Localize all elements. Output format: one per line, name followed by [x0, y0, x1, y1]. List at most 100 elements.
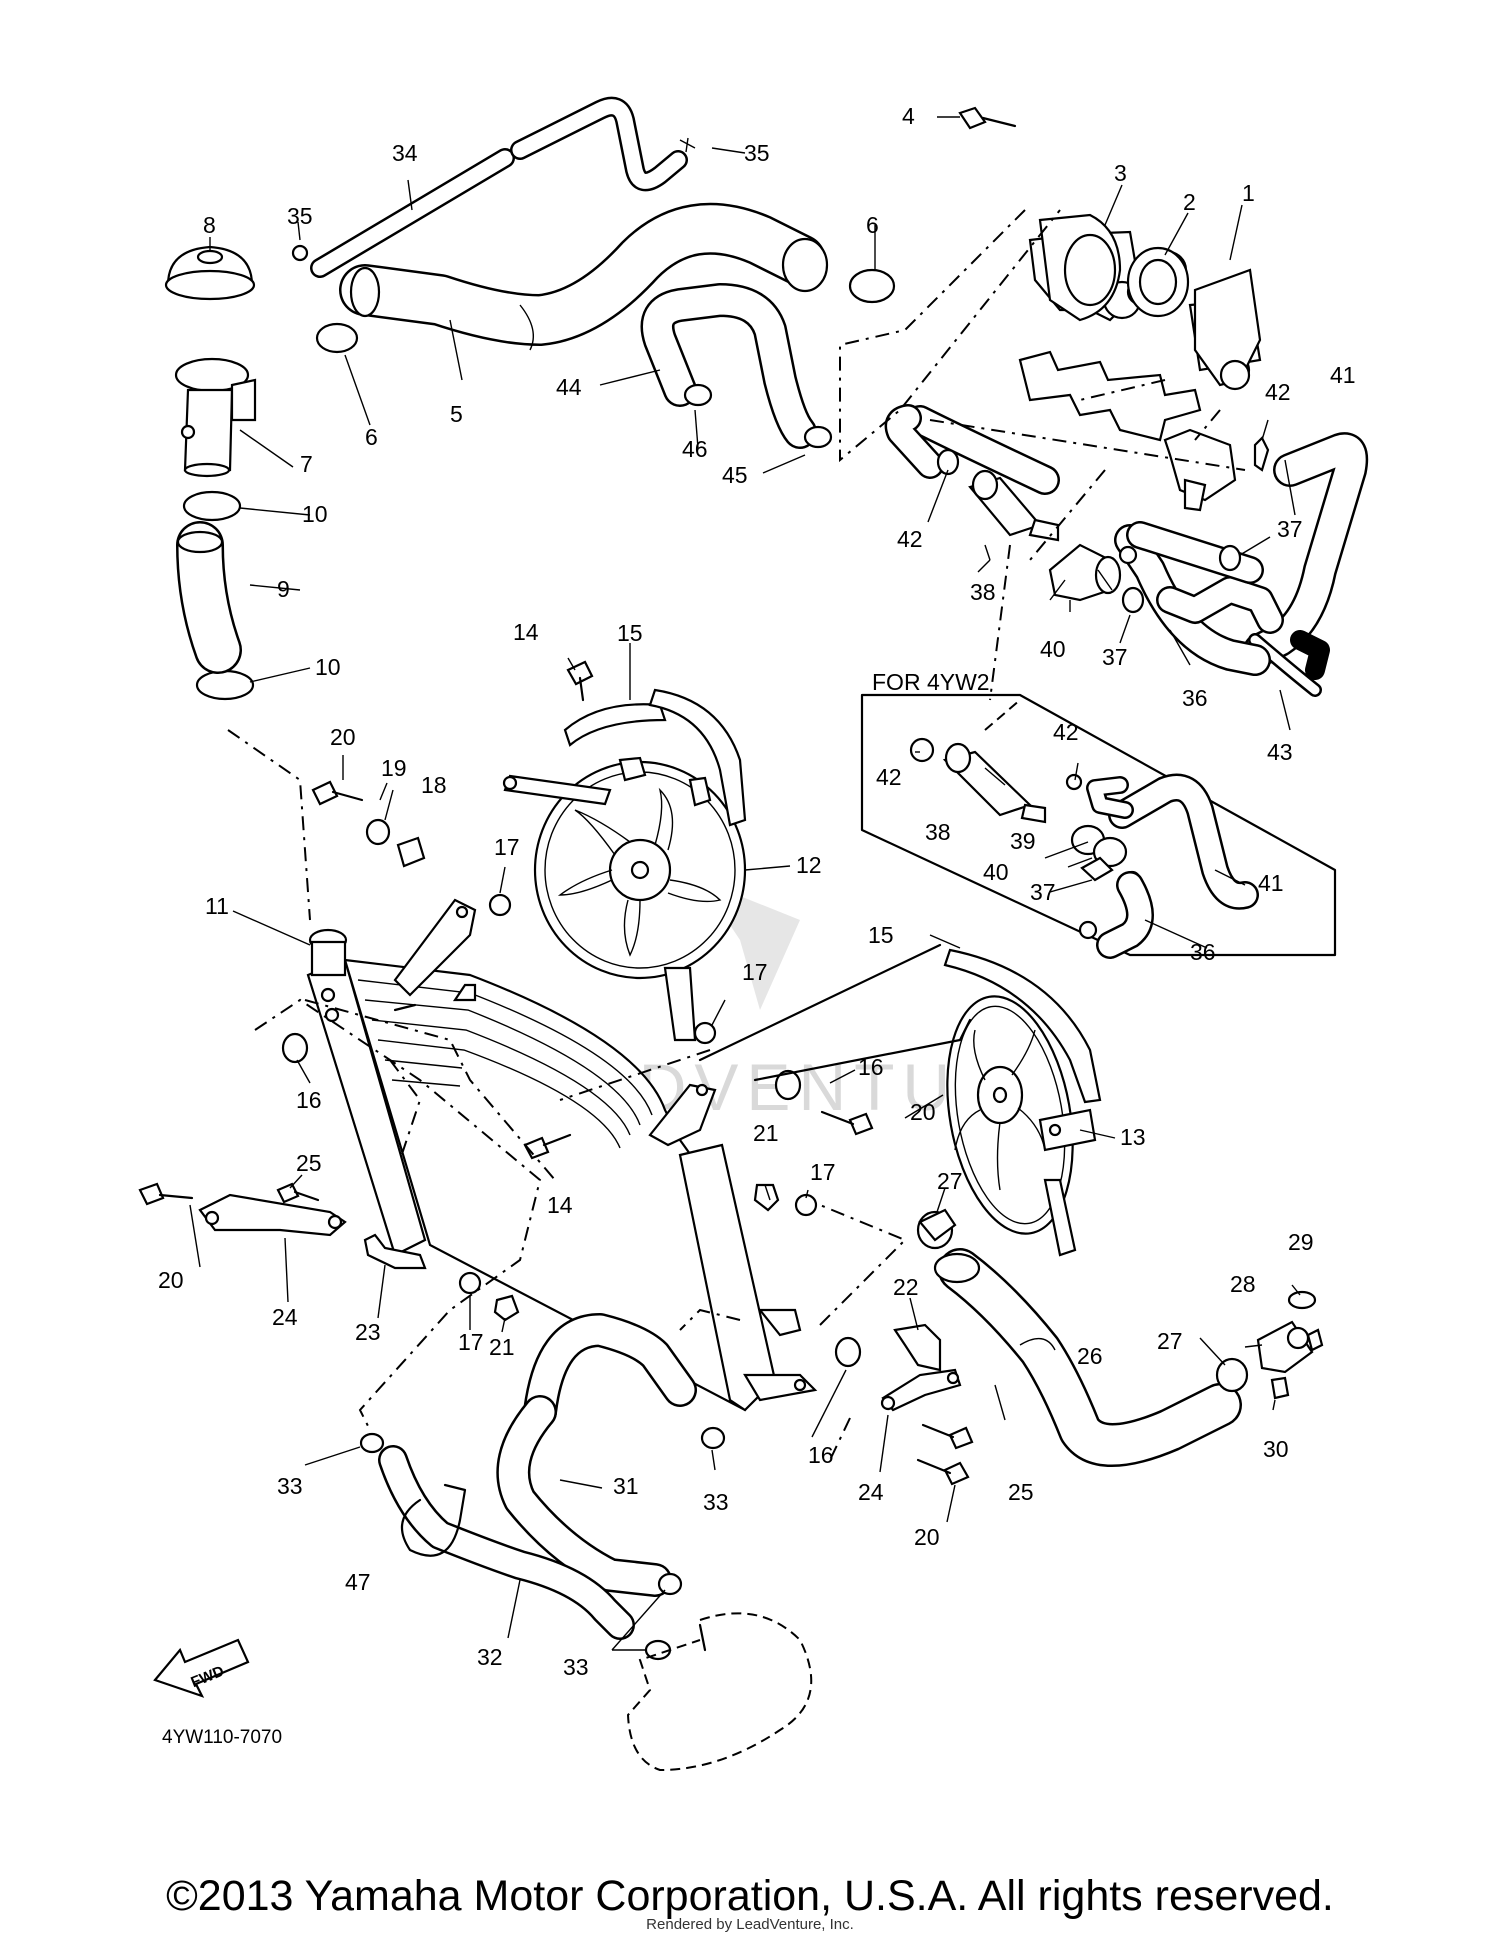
callout-21b: 21 [489, 1334, 515, 1360]
callout-42b: 42 [897, 526, 923, 552]
shroud-15 [648, 688, 1102, 1104]
callout-27b: 27 [1157, 1328, 1183, 1354]
bracket-23 [363, 1233, 427, 1270]
callout-45: 45 [722, 462, 748, 488]
callout-37c: 37 [1030, 879, 1056, 905]
callout-leaders [189, 116, 1301, 1651]
callout-7: 7 [300, 451, 313, 477]
thermostat-housing [1193, 268, 1262, 391]
callout-33c: 33 [563, 1654, 589, 1680]
reference-code: 4YW110-7070 [162, 1727, 282, 1748]
callout-19: 19 [381, 755, 407, 781]
callout-3: 3 [1114, 160, 1127, 186]
filler-neck [174, 357, 257, 478]
callout-15b: 15 [868, 922, 894, 948]
callout-14b: 14 [547, 1192, 573, 1218]
callout-47: 47 [345, 1569, 371, 1595]
callout-29: 29 [1288, 1229, 1314, 1255]
callout-28: 28 [1230, 1271, 1256, 1297]
callout-37: 37 [1277, 516, 1303, 542]
callout-35: 35 [744, 140, 770, 166]
hose-9 [176, 521, 242, 674]
callout-20d: 20 [914, 1524, 940, 1550]
callout-40: 40 [1040, 636, 1066, 662]
leader-lines [227, 209, 1246, 1461]
callout-38b: 38 [925, 819, 951, 845]
clip-47 [400, 1483, 467, 1557]
hose-34 [310, 96, 688, 278]
radiator-cap [164, 245, 256, 301]
nut-21 [493, 1183, 780, 1322]
hose-41 [1243, 432, 1369, 667]
callout-10b: 10 [315, 654, 341, 680]
rendered-by-notice: Rendered by LeadVenture, Inc. [646, 1916, 854, 1933]
hose-26 [933, 1248, 1242, 1467]
callout-42d: 42 [876, 764, 902, 790]
callout-8: 8 [203, 212, 216, 238]
callout-5: 5 [450, 401, 463, 427]
valve-38 [968, 469, 1060, 542]
callout-9: 9 [277, 576, 290, 602]
callout-16: 16 [296, 1087, 322, 1113]
water-pipe [1018, 350, 1237, 512]
clip [936, 436, 1270, 614]
callout-20: 20 [330, 724, 356, 750]
callout-1: 1 [1242, 180, 1255, 206]
hose-44 [640, 283, 817, 449]
callout-25: 25 [296, 1150, 322, 1176]
callout-4: 4 [902, 103, 915, 129]
thermostat-cover [1038, 213, 1122, 322]
callout-17: 17 [494, 834, 520, 860]
callout-labels: 1 2 3 4 5 6 6 7 8 9 10 10 11 12 13 14 14… [158, 103, 1356, 1680]
callout-35b: 35 [287, 203, 313, 229]
clip-45-46 [291, 137, 833, 449]
callout-32: 32 [477, 1644, 503, 1670]
callout-18: 18 [421, 772, 447, 798]
hose-5 [339, 202, 829, 351]
copyright-notice: ©2013 Yamaha Motor Corporation, U.S.A. A… [166, 1872, 1334, 1920]
hose-clamp [182, 268, 896, 701]
variant-label: FOR 4YW2 [872, 669, 990, 695]
callout-22: 22 [893, 1274, 919, 1300]
callout-34: 34 [392, 140, 418, 166]
callout-26: 26 [1077, 1343, 1103, 1369]
callout-39: 39 [1010, 828, 1036, 854]
callout-43: 43 [1267, 739, 1293, 765]
callout-23: 23 [355, 1319, 381, 1345]
hose-36 [1114, 524, 1284, 676]
callout-20b: 20 [158, 1267, 184, 1293]
fan-12 [502, 703, 747, 1042]
bracket-22 [893, 1323, 942, 1372]
callout-12: 12 [796, 852, 822, 878]
callout-2: 2 [1183, 189, 1196, 215]
callout-13: 13 [1120, 1124, 1146, 1150]
callout-38: 38 [970, 579, 996, 605]
callout-44: 44 [556, 374, 582, 400]
callout-33: 33 [277, 1473, 303, 1499]
callout-41b: 41 [1258, 870, 1284, 896]
bracket-24 [198, 1193, 962, 1412]
callout-41: 41 [1330, 362, 1356, 388]
callout-40b: 40 [983, 859, 1009, 885]
bolt-4 [958, 106, 1017, 130]
callout-27: 27 [937, 1168, 963, 1194]
radiator [306, 898, 818, 1412]
callout-16c: 16 [808, 1442, 834, 1468]
hose-31 [496, 1313, 697, 1597]
callout-42c: 42 [1053, 719, 1079, 745]
callout-30: 30 [1263, 1436, 1289, 1462]
callout-17b: 17 [742, 959, 768, 985]
callout-42: 42 [1265, 379, 1291, 405]
callout-24: 24 [272, 1304, 298, 1330]
fan-13 [946, 995, 1097, 1257]
grommet [281, 818, 862, 1368]
clamp-27 [916, 1208, 1249, 1393]
callout-6: 6 [365, 424, 378, 450]
callout-37b: 37 [1102, 644, 1128, 670]
variant-inset: FOR 4YW2 [860, 669, 1337, 959]
callout-17d: 17 [458, 1329, 484, 1355]
callout-24b: 24 [858, 1479, 884, 1505]
fwd-arrow: FWD [153, 1638, 250, 1698]
callout-46: 46 [682, 436, 708, 462]
